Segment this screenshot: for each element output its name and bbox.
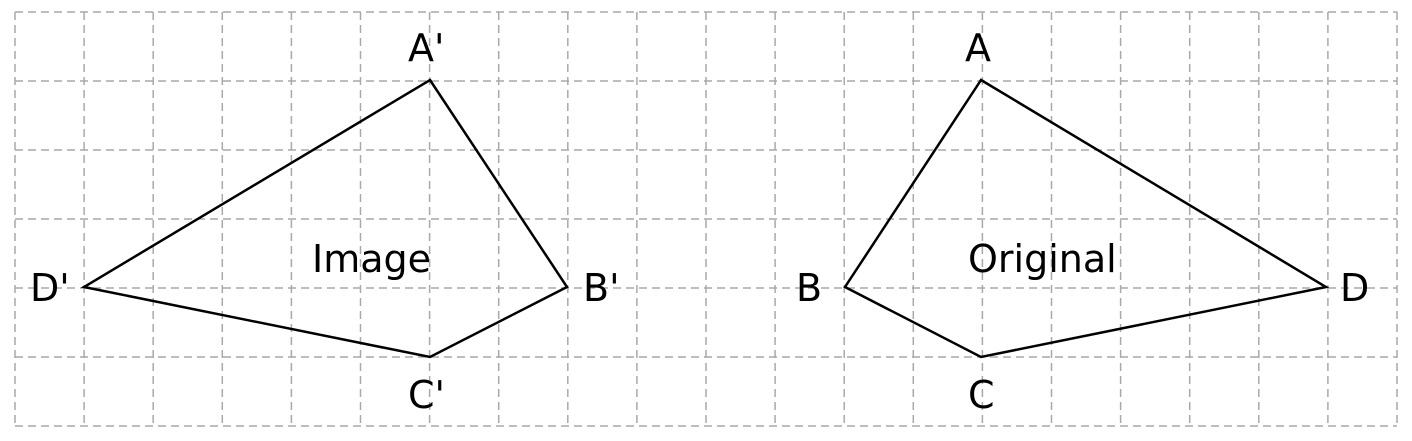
vertex-label-c: C: [968, 373, 995, 417]
vertex-label-d: D: [1340, 266, 1369, 310]
vertex-label-c-prime: C': [408, 373, 445, 417]
image-quadrilateral: [80, 78, 569, 359]
vertex-label-a: A: [965, 26, 991, 70]
original-caption: Original: [968, 237, 1117, 281]
vertex-label-a-prime: A': [408, 26, 444, 70]
image-caption: Image: [312, 237, 431, 281]
vertex-label-b-prime: B': [583, 266, 620, 310]
dashed-grid: [14, 11, 1398, 427]
vertex-label-d-prime: D': [30, 266, 70, 310]
original-quadrilateral: [843, 78, 1330, 359]
vertex-label-b: B: [796, 266, 822, 310]
